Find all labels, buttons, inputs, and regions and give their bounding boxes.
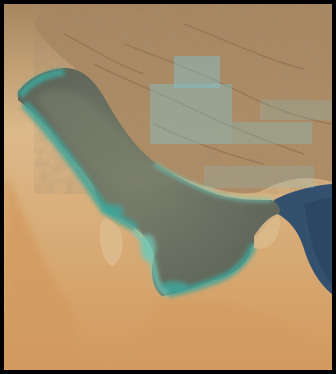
ocean-shelf [304,198,332,284]
qatar-peninsula [100,218,123,266]
mountain-ridges [63,23,332,165]
southern-desert [4,174,94,370]
southern-desert-east [124,300,332,370]
satellite-image [4,4,332,370]
data-overlay [150,56,332,188]
satellite-scene [4,4,332,370]
musandam-peninsula [254,214,281,249]
coastal-shallows [17,68,273,298]
sediment-plume [34,90,179,191]
